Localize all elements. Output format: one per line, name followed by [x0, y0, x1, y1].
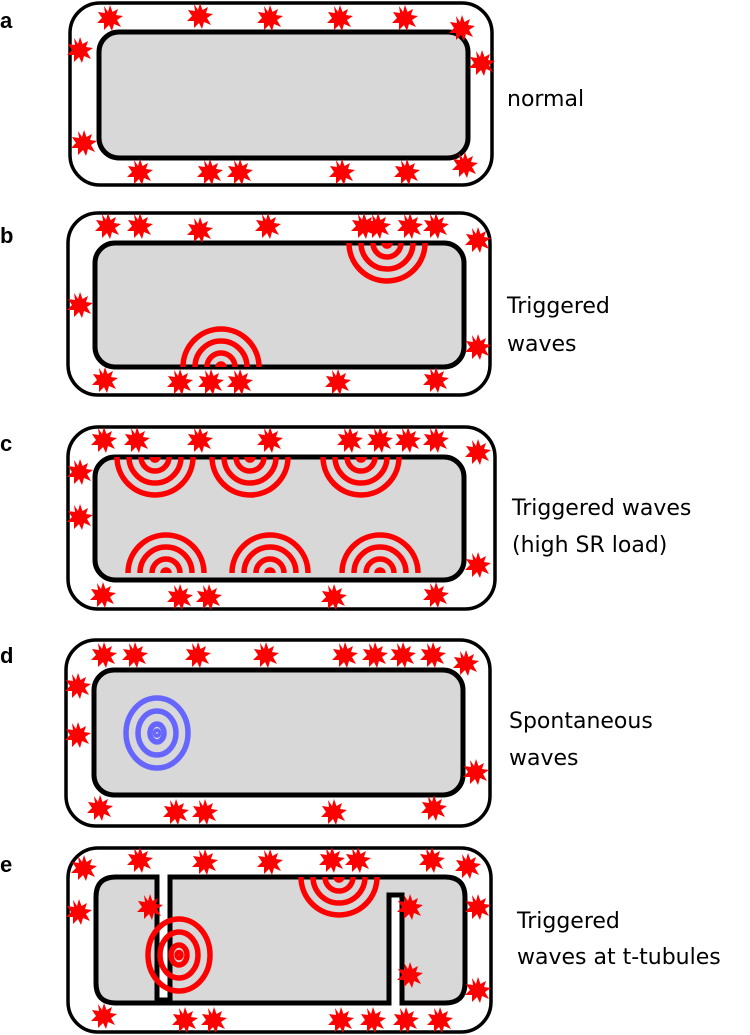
cell-interior	[91, 667, 466, 798]
panel-caption: Triggered waves(high SR load)	[511, 496, 691, 558]
triggered-wave-at-t-tubule	[145, 916, 213, 994]
panel-letter: e	[0, 852, 12, 877]
panel-letter: c	[0, 431, 12, 456]
triggered-wave	[320, 456, 402, 498]
cell-interior	[96, 29, 471, 161]
triggered-wave	[114, 456, 196, 498]
triggered-wave	[229, 532, 311, 574]
triggered-wave	[209, 456, 291, 498]
triggered-wave	[298, 876, 380, 918]
panel-caption: normal	[507, 87, 584, 112]
panel-c: c Triggered waves(high SR load)	[0, 425, 691, 611]
spontaneous-wave	[123, 695, 191, 771]
panel-letter: d	[0, 643, 13, 668]
panel-letter: b	[0, 223, 13, 248]
panel-a: a normal	[0, 1, 584, 187]
triggered-wave	[125, 532, 207, 574]
cell-interior	[92, 240, 467, 370]
triggered-wave	[346, 242, 428, 284]
triggered-wave	[339, 532, 421, 574]
cell-interior-with-t-tubules	[93, 874, 468, 1006]
panel-letter: a	[0, 8, 13, 33]
triggered-wave	[180, 326, 262, 368]
